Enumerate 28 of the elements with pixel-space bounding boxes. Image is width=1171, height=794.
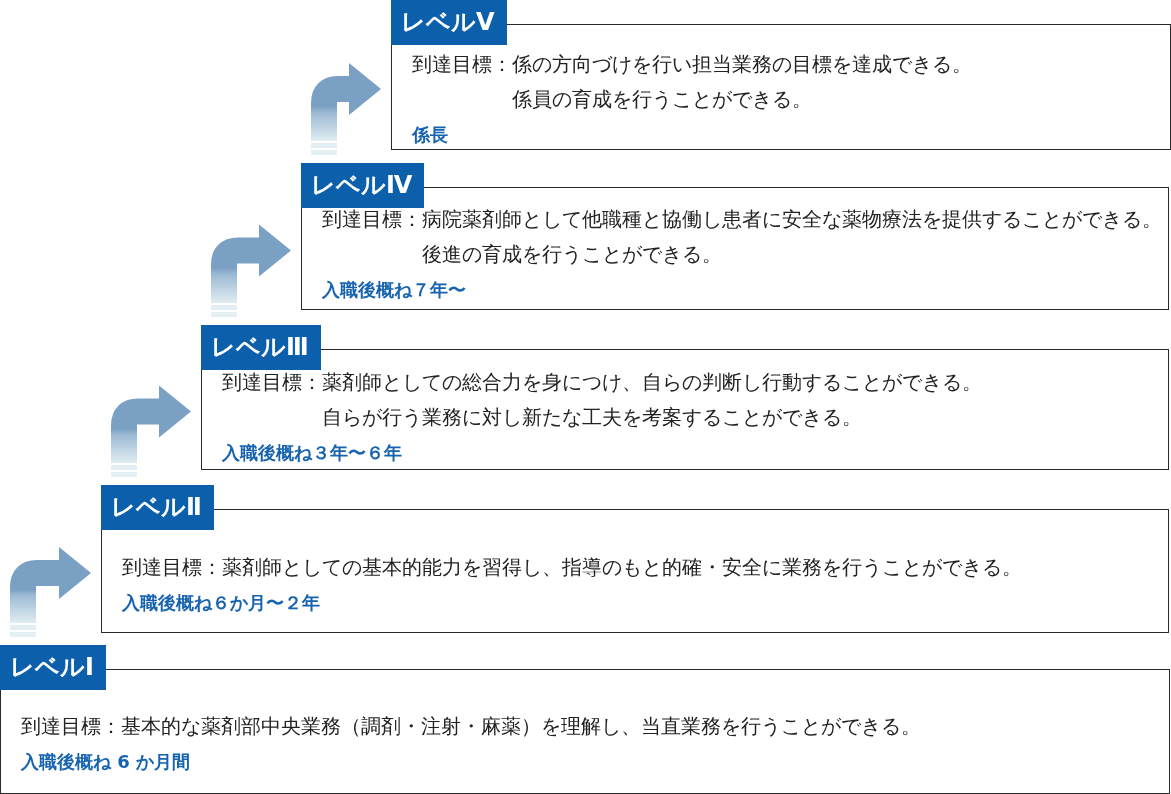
level-box [101, 485, 1169, 633]
goal-text: 係の方向づけを行い担当業務の目標を達成できる。 [512, 53, 972, 77]
level-box [301, 163, 1169, 310]
goal-text: 自らが行う業務に対し新たな工夫を考案することができる。 [322, 406, 862, 430]
goal-label: 到達目標： [21, 715, 121, 739]
level-heading: レベルⅤ [391, 0, 507, 45]
goal-label: 到達目標： [412, 53, 512, 77]
level-box [391, 0, 1171, 150]
note-text: 入職後概ね７年〜 [322, 278, 466, 302]
goal-text: 薬剤師としての基本的能力を習得し、指導のもと的確・安全に業務を行うことができる。 [222, 556, 1022, 580]
goal-label: 到達目標： [222, 371, 322, 395]
goal-text: 基本的な薬剤部中央業務（調剤・注射・麻薬）を理解し、当直業務を行うことができる。 [121, 715, 921, 739]
goal-text: 係員の育成を行うことができる。 [512, 88, 812, 112]
level-box [0, 645, 1170, 794]
level-box [201, 325, 1169, 470]
goal-label: 到達目標： [322, 208, 422, 232]
goal-text: 後進の育成を行うことができる。 [422, 243, 722, 267]
goal-label: 到達目標： [122, 556, 222, 580]
goal-text: 病院薬剤師として他職種と協働し患者に安全な薬物療法を提供することができる。 [422, 208, 1162, 232]
level-heading: レベルⅢ [201, 325, 321, 370]
level-heading: レベルⅣ [301, 163, 425, 208]
note-text: 入職後概ね 6 か月間 [21, 750, 191, 774]
level-heading: レベルⅠ [0, 645, 106, 690]
note-text: 係長 [412, 123, 448, 147]
note-text: 入職後概ね３年〜６年 [222, 441, 402, 465]
level-heading: レベルⅡ [101, 485, 214, 530]
goal-text: 薬剤師としての総合力を身につけ、自らの判断し行動することができる。 [322, 371, 982, 395]
note-text: 入職後概ね６か月〜２年 [122, 591, 320, 615]
